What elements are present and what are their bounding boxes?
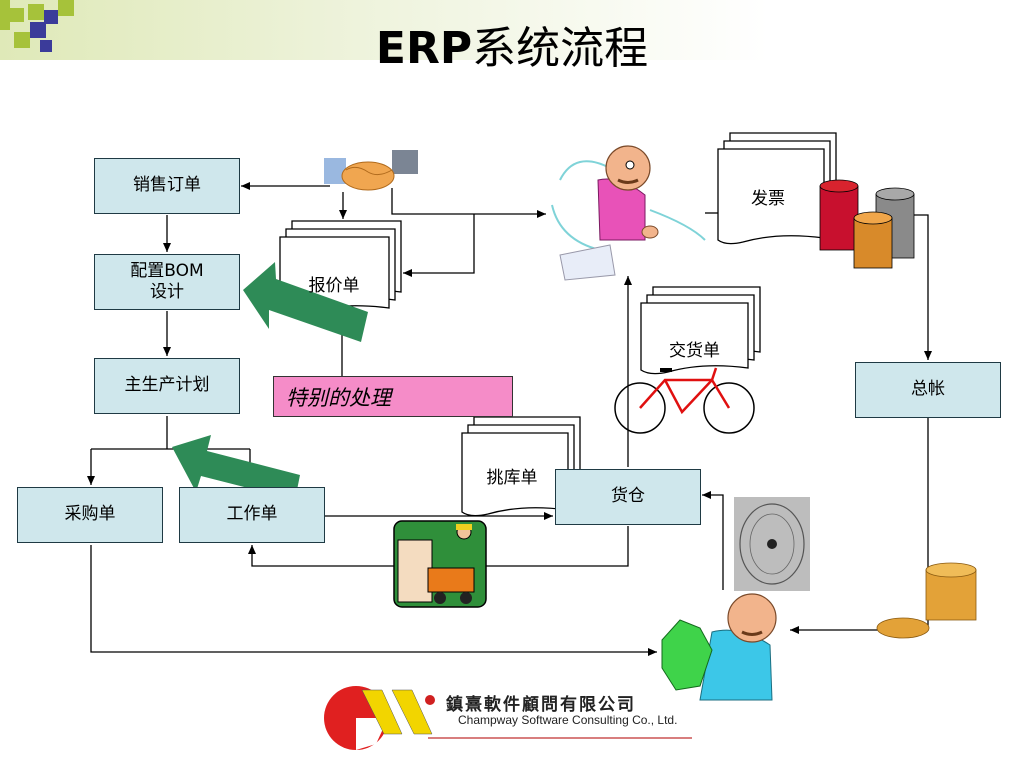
bicycle-icon xyxy=(614,367,755,434)
node-purchase-order: 采购单 xyxy=(17,487,163,543)
page-title: ERP系统流程 xyxy=(0,12,1024,76)
man-tossing-papers-icon xyxy=(551,145,706,281)
node-purchase-order-label: 采购单 xyxy=(64,504,116,525)
green-arrow-mps xyxy=(172,435,300,500)
node-sales-order-label: 销售订单 xyxy=(133,175,201,196)
green-arrow-bom xyxy=(243,262,368,342)
doc-quotation-label: 报价单 xyxy=(308,276,360,296)
header-band xyxy=(0,0,1024,60)
title-latin: ERP xyxy=(375,23,473,74)
man-with-money-icon xyxy=(661,593,777,701)
node-general-ledger-label: 总帐 xyxy=(911,379,945,400)
doc-pick-list-label: 挑库单 xyxy=(486,468,538,488)
handshake-icon xyxy=(324,150,418,191)
coins-stack-icon xyxy=(819,179,915,269)
node-warehouse: 货仓 xyxy=(555,469,701,525)
doc-delivery-note-label: 交货单 xyxy=(669,341,720,361)
node-config-bom-line1: 配置BOM xyxy=(130,260,204,281)
corner-decoration xyxy=(0,0,74,52)
title-cjk: 系统流程 xyxy=(472,23,649,74)
quotation-doc-stack xyxy=(279,220,402,315)
delivery-note-doc-stack xyxy=(640,286,761,375)
special-handling-box: 特别的处理 xyxy=(273,376,513,417)
node-sales-order: 销售订单 xyxy=(94,158,240,214)
wheel-image xyxy=(734,497,810,591)
node-warehouse-label: 货仓 xyxy=(611,486,645,507)
node-mps: 主生产计划 xyxy=(94,358,240,414)
node-config-bom-line2: 设计 xyxy=(150,282,184,302)
node-work-order-label: 工作单 xyxy=(226,504,278,525)
special-handling-label: 特别的处理 xyxy=(286,385,391,410)
gold-coins-icon xyxy=(876,562,977,639)
logo-chinese-name: 鎮熹軟件顧問有限公司 xyxy=(446,695,636,715)
node-general-ledger: 总帐 xyxy=(855,362,1001,418)
forklift-worker-icon xyxy=(393,520,487,608)
company-logo-icon xyxy=(324,686,692,750)
doc-invoice-label: 发票 xyxy=(751,189,785,209)
logo-english-name: Champway Software Consulting Co., Ltd. xyxy=(458,713,678,727)
node-work-order: 工作单 xyxy=(179,487,325,543)
node-mps-label: 主生产计划 xyxy=(124,375,210,396)
pick-list-doc-stack xyxy=(461,416,581,517)
